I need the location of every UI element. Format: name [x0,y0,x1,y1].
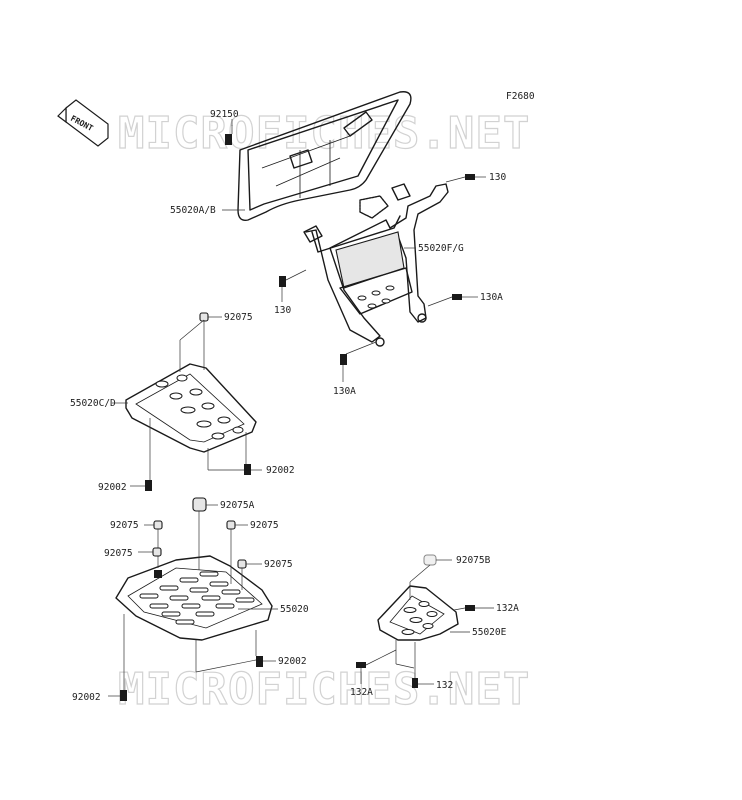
rear-guard-frame [303,183,449,347]
label-132A-right: 132A [496,603,519,614]
bolt-92002-mid-left [130,418,152,491]
label-92075B: 92075B [456,555,491,566]
label-92075-a: 92075 [110,520,139,531]
label-130-top: 130 [489,172,506,183]
bolt-130A-bottom [340,341,377,382]
label-92002-low-left: 92002 [72,692,101,703]
watermark-bottom: MICROFICHES.NET [118,664,530,715]
label-55020: 55020 [280,604,309,615]
bolt-92002-low-left [108,614,127,701]
figure-code: F2680 [506,91,535,102]
nut-92075-c [138,547,162,557]
bolt-130-top [445,174,486,183]
label-55020AB: 55020A/B [170,205,216,216]
bolt-132 [412,642,434,688]
label-92075A: 92075A [220,500,255,511]
bolt-132A-right [453,605,494,611]
label-55020E: 55020E [472,627,507,638]
bolt-132A-left [356,640,415,684]
label-92075-d: 92075 [264,559,293,570]
guard-55020E [377,585,459,641]
label-130-left: 130 [274,305,291,316]
bolt-130-left [279,269,307,302]
label-55020CD: 55020C/D [70,398,116,409]
bolt-92150 [225,125,233,145]
bolt-130A-right [427,294,478,307]
front-arrow-icon: FRONT [57,99,109,147]
bolt-92002-mid-right [207,432,262,475]
label-92075-skid: 92075 [224,312,253,323]
nut-92075-skid [179,312,222,372]
label-55020FG: 55020F/G [418,243,464,254]
label-92075-c: 92075 [104,548,133,559]
bolt-92002-low-right [195,630,276,673]
watermark-top: MICROFICHES.NET [118,108,530,159]
label-130A-right: 130A [480,292,503,303]
label-92075-b: 92075 [250,520,279,531]
spacer-92075B [409,554,452,600]
label-92150: 92150 [210,109,239,120]
front-bumper-guard [237,91,412,221]
spacer-92075A [192,497,218,570]
label-92002-mid-left: 92002 [98,482,127,493]
label-132A-left: 132A [350,687,373,698]
skid-plate-55020 [115,555,273,641]
skid-plate-55020CD [125,363,257,453]
label-132: 132 [436,680,453,691]
nut-92075-d [237,559,262,590]
nut-92075-b [226,520,248,584]
label-92002-mid-right: 92002 [266,465,295,476]
label-92002-low-right: 92002 [278,656,307,667]
label-130A-bottom: 130A [333,386,356,397]
nut-92075-a [144,520,163,568]
